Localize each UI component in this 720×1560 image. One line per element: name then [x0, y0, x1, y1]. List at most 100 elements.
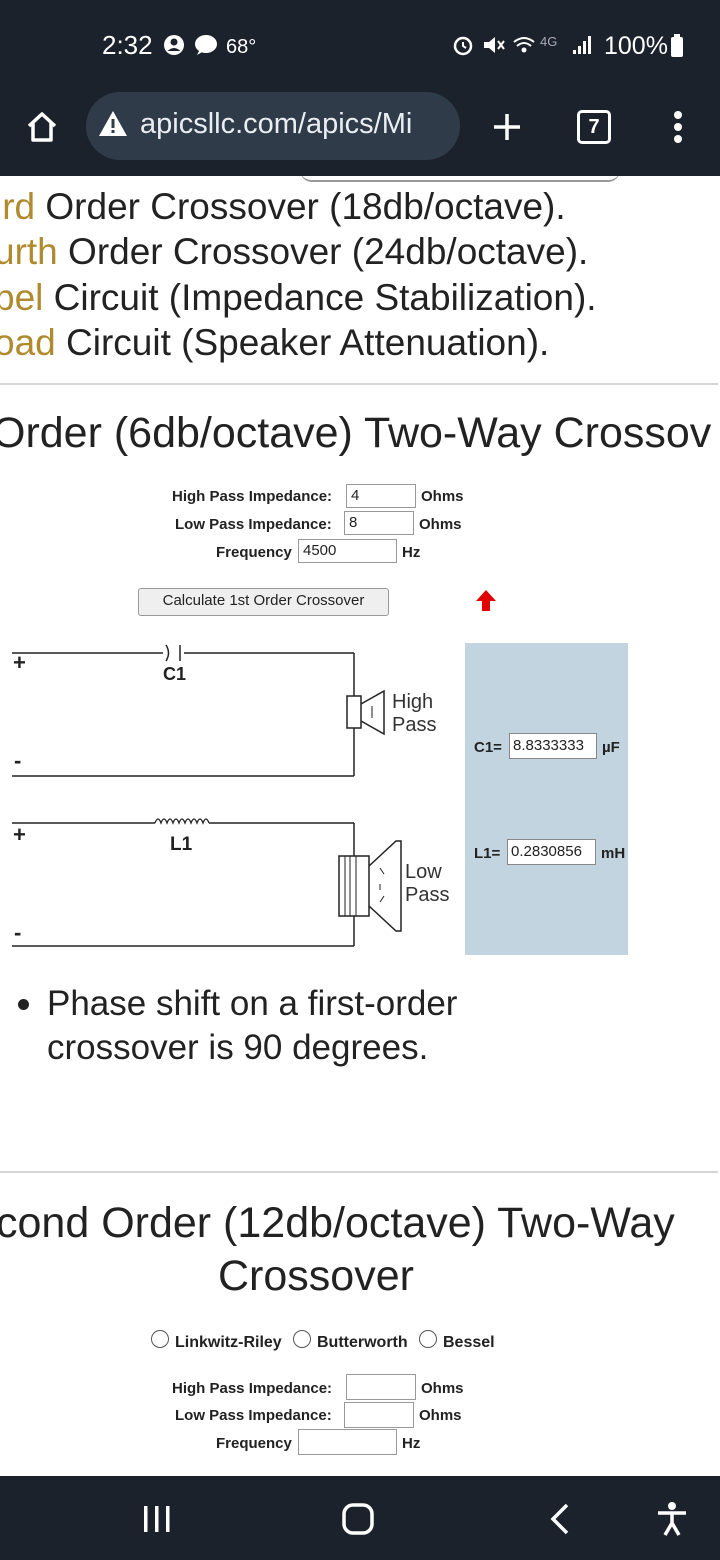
menu-button[interactable] — [653, 102, 703, 152]
low-pass-line2: Pass — [405, 884, 450, 906]
high-pass-label: High Pass Impedance: — [172, 488, 333, 505]
toc-lpad[interactable]: oad Circuit (Speaker Attenuation). — [0, 322, 549, 364]
recents-button[interactable] — [127, 1494, 187, 1544]
c1-label: C1 — [163, 664, 187, 684]
status-bar: 2:32 68° 4G 100% — [0, 0, 720, 92]
page-content: ird Order Crossover (18db/octave). urth … — [0, 176, 720, 1476]
url-text: apicsllc.com/apics/Mi — [140, 108, 413, 140]
minus-terminal: - — [14, 920, 22, 945]
toc-text: Circuit (Speaker Attenuation). — [55, 322, 550, 363]
toc-third-order[interactable]: ird Order Crossover (18db/octave). — [0, 186, 566, 228]
home-icon — [27, 112, 57, 142]
toc-link[interactable]: oad — [0, 322, 56, 363]
toc-link[interactable]: ird — [0, 186, 36, 227]
accessibility-button[interactable] — [642, 1494, 702, 1544]
c1-result-label: C1= — [474, 739, 502, 756]
toc-text: Order Crossover (24db/octave). — [57, 231, 589, 272]
bullet-dot — [18, 999, 29, 1010]
clipped-text-fragment — [300, 176, 620, 182]
tab-count: 7 — [577, 110, 611, 144]
minus-terminal: - — [14, 748, 22, 773]
bessel-label: Bessel — [443, 1334, 495, 1351]
battery-percent: 100% — [604, 32, 668, 60]
phase-shift-note: Phase shift on a first-order crossover i… — [47, 984, 458, 1067]
butterworth-radio[interactable] — [293, 1330, 311, 1348]
first-order-heading: Order (6db/octave) Two-Way Crossov — [0, 409, 712, 457]
linkwitz-riley-label: Linkwitz-Riley — [175, 1334, 282, 1351]
red-arrow-up-icon — [476, 590, 496, 611]
second-low-pass-input[interactable] — [344, 1402, 414, 1428]
frequency-input[interactable]: 4500 — [298, 539, 397, 563]
signal-icon — [573, 36, 591, 54]
second-high-pass-label: High Pass Impedance: — [172, 1380, 333, 1397]
ohms-unit: Ohms — [419, 516, 462, 533]
more-vert-icon — [674, 111, 682, 143]
network-type: 4G — [540, 34, 558, 49]
ohms-unit: Ohms — [421, 1380, 464, 1397]
chat-bubble-icon — [195, 35, 217, 55]
butterworth-label: Butterworth — [317, 1334, 408, 1351]
back-button[interactable] — [530, 1494, 590, 1544]
high-pass-line2: Pass — [392, 714, 437, 736]
ohms-unit: Ohms — [421, 488, 464, 505]
warning-icon[interactable] — [98, 109, 128, 139]
status-temperature: 68° — [226, 36, 257, 58]
home-circle-icon — [342, 1503, 374, 1535]
plus-terminal: + — [13, 822, 26, 847]
toc-link[interactable]: urth — [0, 231, 58, 272]
new-tab-button[interactable] — [482, 102, 532, 152]
tab-switcher-button[interactable]: 7 — [569, 102, 619, 152]
c1-result-field[interactable]: 8.8333333 — [509, 733, 597, 759]
back-icon — [550, 1503, 569, 1535]
high-pass-input[interactable]: 4 — [346, 484, 416, 508]
l1-unit: mH — [601, 845, 626, 862]
results-panel: C1= 8.8333333 µF L1= 0.2830856 mH — [465, 643, 628, 955]
low-pass-input[interactable]: 8 — [344, 511, 414, 535]
bessel-radio[interactable] — [419, 1330, 437, 1348]
frequency-label: Frequency — [216, 544, 292, 561]
low-pass-line1: Low — [405, 861, 442, 883]
plus-terminal: + — [13, 650, 26, 675]
plus-icon — [494, 114, 520, 140]
divider — [0, 1171, 718, 1173]
c1-unit: µF — [602, 739, 620, 756]
linkwitz-riley-radio[interactable] — [151, 1330, 169, 1348]
second-frequency-input[interactable] — [298, 1429, 397, 1455]
status-time: 2:32 — [102, 30, 153, 60]
ohms-unit: Ohms — [419, 1407, 462, 1424]
mute-icon — [484, 37, 505, 53]
l1-result-field[interactable]: 0.2830856 — [507, 839, 596, 865]
high-pass-line1: High — [392, 691, 434, 713]
toc-text: Order Crossover (18db/octave). — [35, 186, 566, 227]
second-order-heading-line1: cond Order (12db/octave) Two-Way — [0, 1199, 675, 1247]
toc-fourth-order[interactable]: urth Order Crossover (24db/octave). — [0, 231, 588, 273]
l1-result-label: L1= — [474, 845, 501, 862]
second-low-pass-label: Low Pass Impedance: — [175, 1407, 332, 1424]
home-nav-button[interactable] — [328, 1494, 388, 1544]
home-button[interactable] — [17, 102, 67, 152]
second-high-pass-input[interactable] — [346, 1374, 416, 1400]
calculate-1st-order-button[interactable]: Calculate 1st Order Crossover — [138, 588, 389, 616]
toc-link[interactable]: bel — [0, 277, 44, 318]
recents-icon — [144, 1506, 170, 1532]
account-icon — [164, 35, 184, 55]
l1-label: L1 — [170, 834, 193, 855]
alarm-icon — [453, 36, 473, 56]
hz-unit: Hz — [402, 1435, 421, 1452]
crossover-circuit-diagram — [12, 644, 402, 947]
accessibility-icon — [658, 1502, 686, 1536]
divider — [0, 383, 718, 385]
hz-unit: Hz — [402, 544, 421, 561]
toc-text: Circuit (Impedance Stabilization). — [43, 277, 597, 318]
low-pass-label: Low Pass Impedance: — [175, 516, 332, 533]
battery-icon — [671, 34, 683, 57]
system-nav-bar — [0, 1476, 720, 1560]
second-frequency-label: Frequency — [216, 1435, 292, 1452]
wifi-icon — [513, 37, 535, 53]
toc-zobel[interactable]: bel Circuit (Impedance Stabilization). — [0, 277, 597, 319]
browser-toolbar: apicsllc.com/apics/Mi 7 — [0, 92, 720, 176]
second-order-heading-line2: Crossover — [218, 1252, 414, 1300]
address-bar[interactable]: apicsllc.com/apics/Mi — [86, 92, 460, 160]
